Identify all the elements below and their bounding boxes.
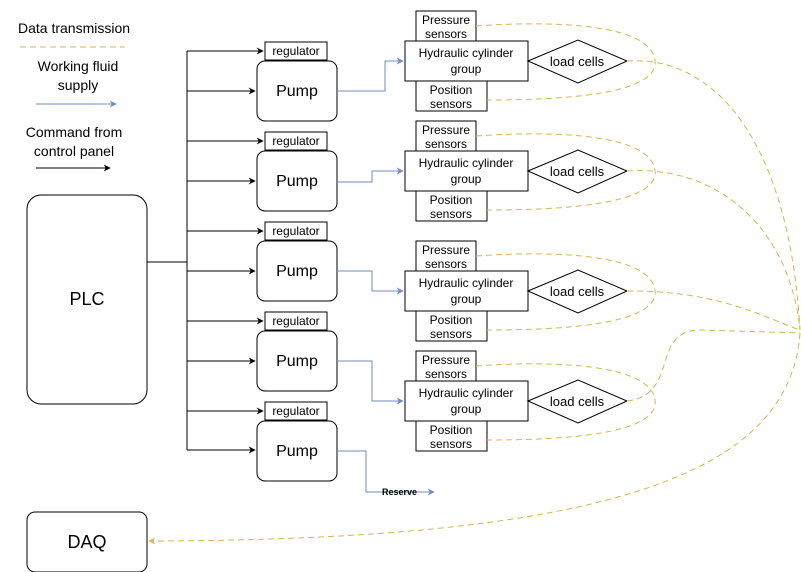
pump-label: Pump: [276, 263, 318, 280]
label-position-line1: Position: [430, 83, 473, 97]
pump-label: Pump: [276, 173, 318, 190]
pump-unit-4: regulator Pump: [187, 311, 338, 392]
regulator-box: [264, 401, 328, 421]
label-position-line2: sensors: [430, 97, 472, 111]
pump-unit-1: regulator Pump: [187, 41, 338, 122]
cylinder-box: [404, 270, 529, 312]
regulator-box: [264, 41, 328, 61]
plc-box: [26, 194, 148, 405]
label-position-line2: sensors: [430, 437, 472, 451]
pump-label: Pump: [276, 353, 318, 370]
command-bus: [147, 51, 188, 450]
position-sensors-box: [415, 420, 488, 452]
label-cylinder-line1: Hydraulic cylinder: [419, 276, 514, 290]
label-position-line1: Position: [430, 313, 473, 327]
pump-unit-2: regulator Pump: [187, 131, 338, 212]
label-pressure-line1: Pressure: [422, 123, 470, 137]
label-cylinder-line2: group: [451, 402, 482, 416]
label-cylinder-line2: group: [451, 292, 482, 306]
label-pressure-line2: sensors: [425, 257, 467, 271]
position-sensors-box: [415, 310, 488, 342]
pump-label: Pump: [276, 83, 318, 100]
label-pressure-line2: sensors: [425, 137, 467, 151]
plc-label: PLC: [69, 289, 104, 309]
label-pressure-line2: sensors: [425, 367, 467, 381]
legend-command-label-1: Command from: [26, 124, 122, 140]
legend: Data transmission Working fluid supply C…: [18, 20, 130, 172]
label-pressure-line1: Pressure: [422, 243, 470, 257]
cylinder-box: [404, 40, 529, 82]
regulator-label: regulator: [272, 134, 319, 148]
label-pressure-line1: Pressure: [422, 13, 470, 27]
pump-unit-5: regulator Pump: [187, 401, 338, 482]
cylinder-group-4: Pressure sensors Hydraulic cylinder grou…: [404, 350, 629, 452]
pump-unit-3: regulator Pump: [187, 221, 338, 302]
label-position-line1: Position: [430, 193, 473, 207]
label-position-line2: sensors: [430, 207, 472, 221]
regulator-box: [264, 131, 328, 151]
label-cylinder-line1: Hydraulic cylinder: [419, 386, 514, 400]
regulator-box: [264, 221, 328, 241]
data-lines: [148, 23, 801, 545]
cylinder-box: [404, 150, 529, 192]
cylinder-box: [404, 380, 529, 422]
label-position-line1: Position: [430, 423, 473, 437]
label-load-cells: load cells: [550, 284, 605, 299]
reserve-label: Reserve: [382, 487, 417, 497]
label-load-cells: load cells: [550, 394, 605, 409]
pump-box: [256, 150, 338, 212]
cylinder-group-2: Pressure sensors Hydraulic cylinder grou…: [404, 120, 629, 222]
position-sensors-box: [415, 190, 488, 222]
label-cylinder-line2: group: [451, 62, 482, 76]
fluid-lines: Reserve: [337, 57, 435, 497]
daq-box: [26, 511, 148, 572]
legend-command-label-2: control panel: [34, 143, 114, 159]
position-sensors-box: [415, 80, 488, 112]
regulator-box: [264, 311, 328, 331]
regulator-label: regulator: [272, 44, 319, 58]
daq-label: DAQ: [67, 532, 106, 552]
label-cylinder-line2: group: [451, 172, 482, 186]
label-load-cells: load cells: [550, 54, 605, 69]
regulator-label: regulator: [272, 224, 319, 238]
label-position-line2: sensors: [430, 327, 472, 341]
cylinder-group-3: Pressure sensors Hydraulic cylinder grou…: [404, 240, 629, 342]
label-load-cells: load cells: [550, 164, 605, 179]
pump-label: Pump: [276, 443, 318, 460]
label-cylinder-line1: Hydraulic cylinder: [419, 156, 514, 170]
legend-fluid-label-1: Working fluid: [38, 58, 119, 74]
legend-fluid-label-2: supply: [58, 77, 98, 93]
legend-data-label: Data transmission: [18, 20, 130, 36]
regulator-label: regulator: [272, 314, 319, 328]
label-pressure-line2: sensors: [425, 27, 467, 41]
label-cylinder-line1: Hydraulic cylinder: [419, 46, 514, 60]
cylinder-group-1: Pressure sensors Hydraulic cylinder grou…: [404, 10, 629, 112]
label-pressure-line1: Pressure: [422, 353, 470, 367]
regulator-label: regulator: [272, 404, 319, 418]
